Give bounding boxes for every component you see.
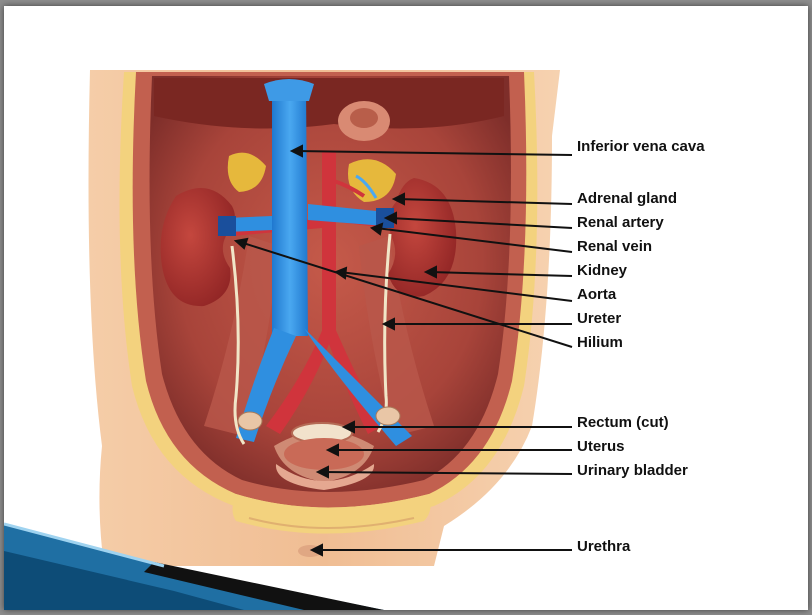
hilum-left [218, 216, 236, 236]
uterus [284, 438, 364, 470]
label-urethra: Urethra [577, 538, 630, 555]
inferior-vena-cava [272, 86, 308, 336]
label-uterus: Uterus [577, 438, 625, 455]
label-ureter: Ureter [577, 310, 621, 327]
label-adrenal-gland: Adrenal gland [577, 190, 677, 207]
label-kidney: Kidney [577, 262, 627, 279]
label-aorta: Aorta [577, 286, 616, 303]
label-renal-vein: Renal vein [577, 238, 652, 255]
upper-organs [154, 78, 504, 129]
aorta [322, 151, 336, 336]
label-hilium: Hilium [577, 334, 623, 351]
urinary-system-illustration [4, 6, 808, 610]
slide: Inferior vena cava Adrenal gland Renal a… [4, 6, 808, 610]
label-urinary-bladder: Urinary bladder [577, 462, 688, 479]
label-rectum: Rectum (cut) [577, 414, 669, 431]
label-inferior-vena-cava: Inferior vena cava [577, 138, 705, 155]
label-renal-artery: Renal artery [577, 214, 664, 231]
